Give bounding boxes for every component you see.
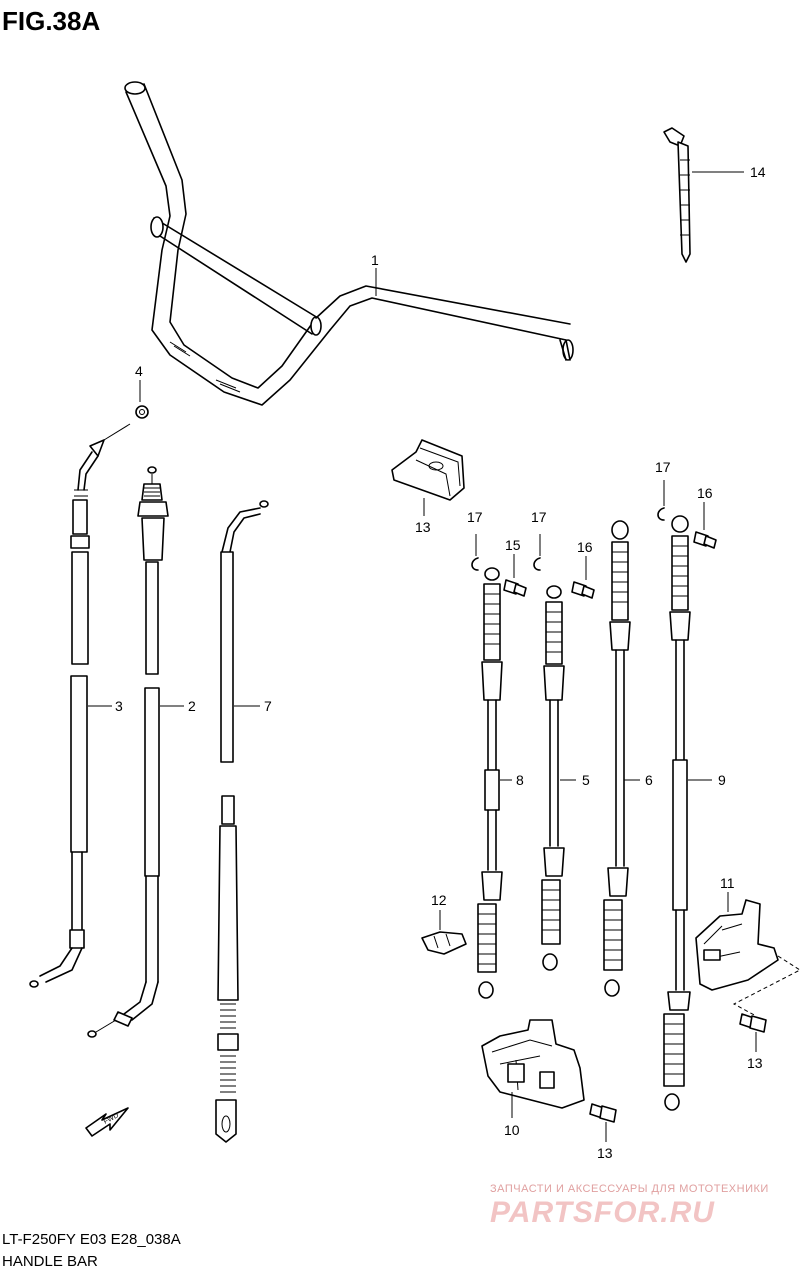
cable-part-6[interactable]	[603, 520, 631, 997]
callout-5: 5	[582, 772, 590, 788]
bolt-part-13b[interactable]	[589, 1103, 617, 1123]
callout-15: 14	[750, 164, 766, 180]
bolt-part-16a[interactable]	[503, 579, 527, 597]
bracket-part-14[interactable]	[391, 439, 465, 501]
callout-4: 4	[135, 363, 143, 379]
cable-part-5[interactable]	[541, 585, 565, 971]
callout-12: 12	[431, 892, 447, 908]
callout-13a: 13	[747, 1055, 763, 1071]
cable-part-8[interactable]	[477, 567, 503, 999]
watermark-brand: PARTSFOR.RU	[490, 1196, 715, 1229]
callout-16b: 16	[577, 539, 593, 555]
cable-part-9[interactable]	[663, 515, 691, 1111]
bolt-part-16c[interactable]	[693, 531, 717, 549]
cable-tie-part-15[interactable]	[663, 127, 691, 263]
callout-16a: 15	[505, 537, 521, 553]
callout-2: 2	[188, 698, 196, 714]
callout-17a: 17	[467, 509, 483, 525]
callout-7: 7	[264, 698, 272, 714]
section-name: HANDLE BAR	[2, 1253, 98, 1270]
forward-arrow-icon: FWD	[85, 1107, 129, 1137]
callout-16c: 16	[697, 485, 713, 501]
callout-17b: 17	[531, 509, 547, 525]
washer-part-4[interactable]	[135, 405, 149, 419]
callout-9: 9	[718, 772, 726, 788]
bolt-part-16b[interactable]	[571, 581, 595, 599]
callout-11: 11	[720, 875, 735, 891]
cable-part-7[interactable]	[215, 500, 269, 1143]
figure-title: FIG.38A	[2, 6, 100, 36]
bracket-part-10[interactable]	[481, 1019, 585, 1109]
clip-part-17a[interactable]	[471, 557, 479, 571]
clip-part-17c[interactable]	[657, 507, 665, 521]
clamp-part-12[interactable]	[421, 931, 467, 955]
cable-part-3[interactable]	[29, 423, 131, 988]
cable-part-2[interactable]	[87, 466, 169, 1038]
callout-8: 8	[516, 772, 524, 788]
dash-11-13	[732, 955, 800, 1017]
callout-14: 13	[415, 519, 431, 535]
callout-6: 6	[645, 772, 653, 788]
clip-part-17b[interactable]	[533, 557, 541, 571]
watermark-tagline: ЗАПЧАСТИ И АКСЕССУАРЫ ДЛЯ МОТОТЕХНИКИ	[490, 1183, 769, 1195]
callout-10: 10	[504, 1122, 520, 1138]
callout-17c: 17	[655, 459, 671, 475]
bracket-part-11[interactable]	[695, 899, 779, 991]
bolt-part-13a[interactable]	[739, 1013, 767, 1033]
callout-13b: 13	[597, 1145, 613, 1161]
model-code: LT-F250FY E03 E28_038A	[2, 1231, 181, 1248]
callout-1: 1	[371, 252, 379, 268]
callout-3: 3	[115, 698, 123, 714]
handlebar-part[interactable]	[124, 81, 574, 406]
